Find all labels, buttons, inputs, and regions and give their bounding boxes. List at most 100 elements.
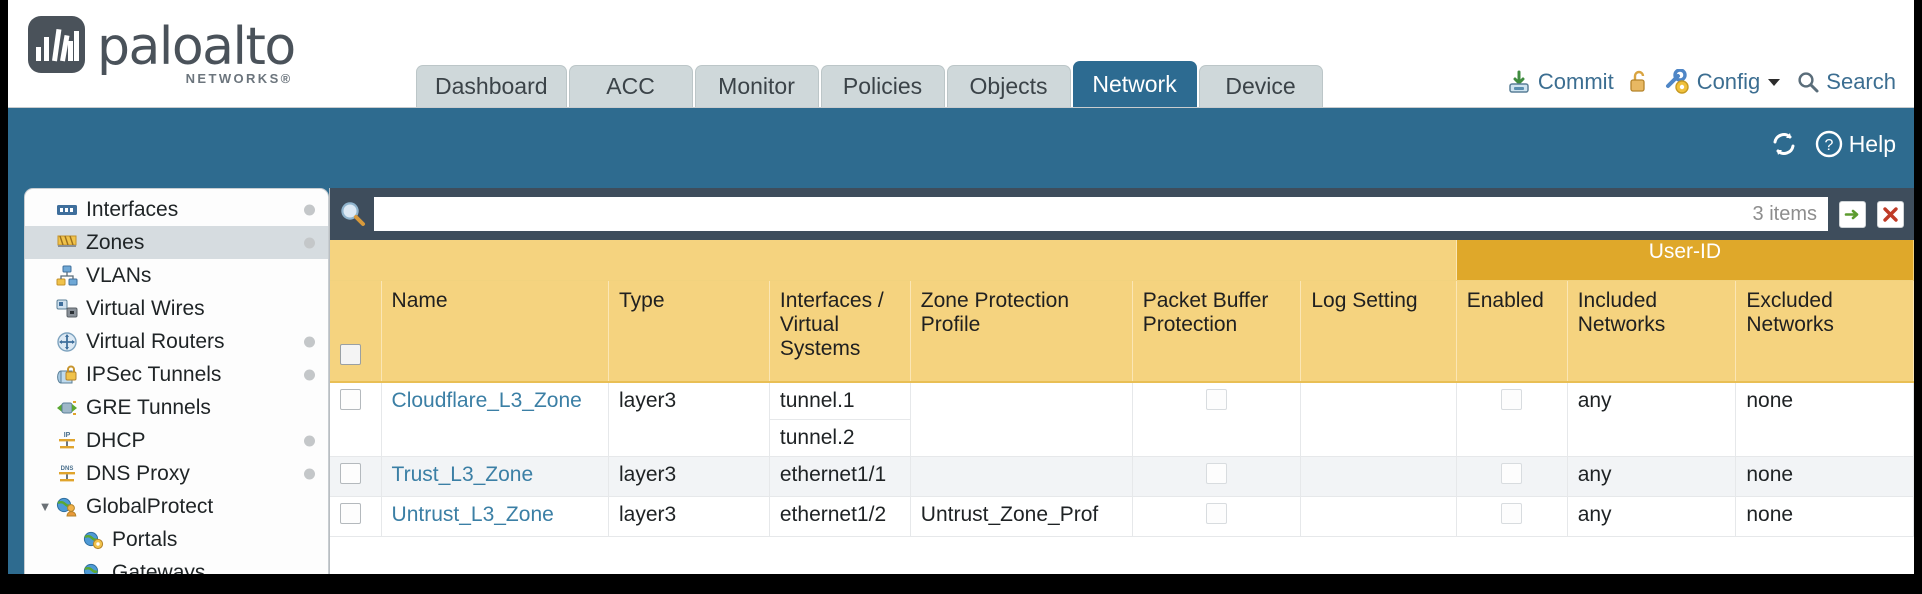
filter-toolbar: 3 items [330,188,1914,240]
tab-policies[interactable]: Policies [820,65,945,107]
interfaces-icon [53,199,81,221]
select-all-checkbox[interactable] [340,344,361,365]
tab-network[interactable]: Network [1072,61,1197,107]
virtual-wires-icon [53,298,81,320]
sidebar-item-label: DNS Proxy [86,461,190,485]
packet-buffer-protection-checkbox[interactable] [1206,463,1228,484]
portals-icon [79,529,107,551]
tab-objects[interactable]: Objects [946,65,1071,107]
search-button[interactable]: Search [1796,69,1896,95]
filter-input-wrap[interactable]: 3 items [374,197,1828,231]
sidebar-item-virtual-wires[interactable]: Virtual Wires [25,292,328,325]
zone-protection-profile-cell [910,382,1133,457]
tab-monitor[interactable]: Monitor [694,65,819,107]
log-setting-cell [1300,382,1457,457]
column-header-interfaces-virtual-systems[interactable]: Interfaces / Virtual Systems [769,280,911,383]
packet-buffer-protection-checkbox[interactable] [1206,503,1228,524]
column-header-enabled[interactable]: Enabled [1456,280,1568,383]
sidebar-item-label: Interfaces [86,197,179,221]
column-header-excluded-networks[interactable]: Excluded Networks [1735,280,1914,383]
commit-save-icon [1506,69,1532,95]
zone-name-cell: Trust_L3_Zone [381,456,609,497]
config-key-icon [1664,68,1691,95]
brand-tagline: NETWORKS® [185,71,293,86]
excluded-networks-cell: none [1735,382,1914,457]
sidebar-item-zones[interactable]: Zones [25,226,328,259]
help-label: Help [1848,130,1896,157]
item-count-label: 3 items [1752,202,1817,225]
column-header-packet-buffer-protection[interactable]: Packet Buffer Protection [1132,280,1302,383]
virtual-routers-icon [53,331,81,353]
commit-label: Commit [1537,69,1614,94]
sidebar-item-globalprotect[interactable]: ▼ GlobalProtect [25,490,328,523]
paloalto-logo-mark-icon [28,16,85,73]
row-select-checkbox[interactable] [340,463,361,484]
config-dropdown[interactable]: Config [1664,68,1783,95]
tab-dashboard[interactable]: Dashboard [416,65,567,107]
sidebar-item-gateways[interactable]: Gateways [25,556,328,574]
zone-type-cell: layer3 [608,456,770,497]
sidebar-item-vlans[interactable]: VLANs [25,259,328,292]
commit-button[interactable]: Commit [1506,69,1614,95]
apply-filter-button[interactable] [1839,200,1866,228]
row-select-cell [330,382,382,457]
sidebar-status-dot [304,336,315,347]
help-button[interactable]: ? Help [1815,130,1896,158]
column-header-type[interactable]: Type [608,280,770,383]
search-input[interactable] [385,202,1743,226]
zone-name-link[interactable]: Trust_L3_Zone [391,463,534,486]
userid-enabled-checkbox[interactable] [1501,503,1523,524]
clear-filter-button[interactable] [1877,200,1904,228]
gateways-icon [79,562,107,574]
svg-text:?: ? [1824,137,1833,154]
userid-enabled-cell [1456,496,1568,537]
row-select-cell [330,456,382,497]
zone-name-cell: Cloudflare_L3_Zone [381,382,609,457]
sidebar-item-label: VLANs [86,263,152,287]
group-header-blank [330,240,1457,281]
column-header-name[interactable]: Name [381,280,609,383]
column-header-included-networks[interactable]: Included Networks [1567,280,1737,383]
userid-enabled-checkbox[interactable] [1501,463,1523,484]
sidebar-status-dot [304,204,315,215]
zone-name-link[interactable]: Cloudflare_L3_Zone [391,389,582,412]
unlocked-padlock-icon[interactable] [1628,69,1650,95]
help-question-icon: ? [1815,130,1843,158]
row-select-checkbox[interactable] [340,503,361,524]
sidebar-item-virtual-routers[interactable]: Virtual Routers [25,325,328,358]
interface-entry: tunnel.1 [769,383,910,420]
sidebar-item-portals[interactable]: Portals [25,523,328,556]
sidebar-item-label: GlobalProtect [86,494,214,518]
sidebar-item-interfaces[interactable]: Interfaces [25,193,328,226]
sidebar-item-label: Gateways [112,560,206,575]
row-select-checkbox[interactable] [340,389,361,410]
packet-buffer-protection-checkbox[interactable] [1206,389,1228,410]
tab-acc[interactable]: ACC [568,65,693,107]
expand-triangle-icon[interactable]: ▼ [38,499,52,514]
refresh-icon[interactable] [1769,130,1799,158]
column-header-log-setting[interactable]: Log Setting [1300,280,1457,383]
column-header-zone-protection-profile[interactable]: Zone Protection Profile [910,280,1133,383]
sidebar-item-gre-tunnels[interactable]: GRE Tunnels [25,391,328,424]
zone-name-link[interactable]: Untrust_L3_Zone [391,503,554,526]
interface-entry: ethernet1/1 [779,463,887,486]
tab-device[interactable]: Device [1198,65,1323,107]
dhcp-icon: IP [53,430,81,452]
included-networks-cell: any [1567,496,1737,537]
sidebar-item-ipsec-tunnels[interactable]: IPSec Tunnels [25,358,328,391]
ipsec-tunnels-icon [53,364,81,386]
userid-enabled-checkbox[interactable] [1501,389,1523,410]
userid-enabled-cell [1456,382,1568,457]
packet-buffer-protection-cell [1132,456,1302,497]
